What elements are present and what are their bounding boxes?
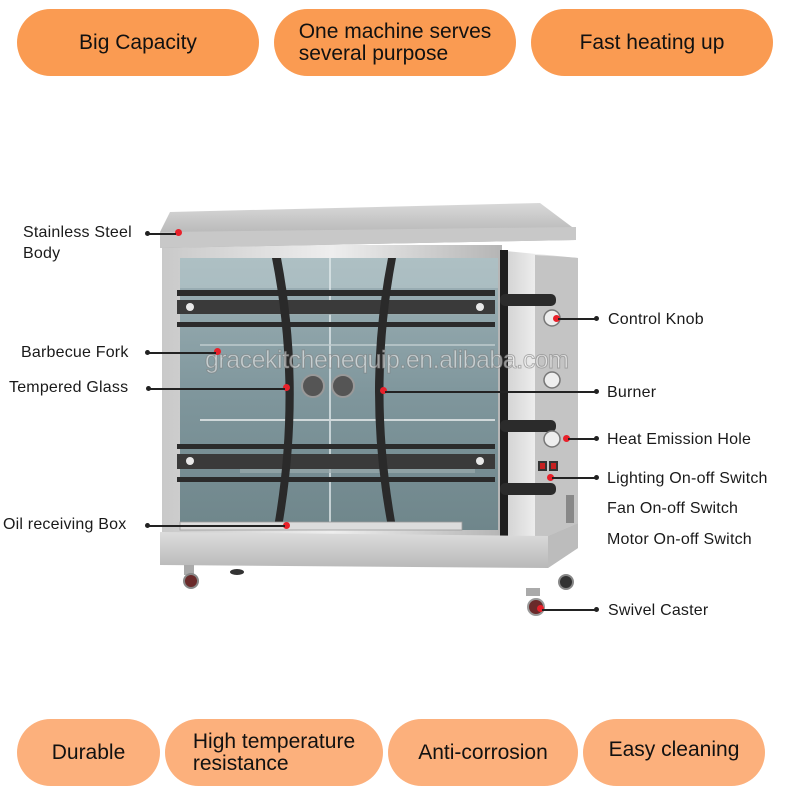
- leader-line: [385, 391, 596, 393]
- callout-control-knob: Control Knob: [608, 311, 704, 328]
- marker-control-knob: [553, 315, 560, 322]
- feature-label: Big Capacity: [79, 30, 197, 54]
- feature-label-line1: High temperature: [192, 729, 356, 753]
- feature-pill-big-capacity: Big Capacity: [17, 9, 259, 76]
- leader-line: [148, 352, 216, 354]
- leader-dot: [145, 350, 150, 355]
- feature-label: Fast heating up: [579, 30, 725, 54]
- feature-pill-fast-heating: Fast heating up: [531, 9, 773, 76]
- marker-heat-emission: [563, 435, 570, 442]
- feature-label-line2: resistance: [192, 751, 289, 775]
- marker-switch: [547, 474, 554, 481]
- callout-oil-receiving-box: Oil receiving Box: [3, 516, 127, 533]
- marker-oil-box: [283, 522, 290, 529]
- callout-motor-switch: Motor On-off Switch: [607, 531, 752, 548]
- callout-tempered-glass: Tempered Glass: [9, 379, 129, 396]
- callout-barbecue-fork: Barbecue Fork: [21, 344, 129, 361]
- callout-swivel-caster: Swivel Caster: [608, 602, 709, 619]
- feature-label: Easy cleaning: [608, 737, 740, 761]
- feature-pill-durable: Durable: [17, 719, 160, 786]
- leader-line: [542, 609, 596, 611]
- feature-label: Anti-corrosion: [418, 740, 548, 764]
- callout-heat-emission-hole: Heat Emission Hole: [607, 431, 752, 448]
- feature-label: Durable: [51, 740, 126, 764]
- leader-dot: [594, 475, 599, 480]
- callout-fan-switch: Fan On-off Switch: [607, 500, 739, 517]
- marker-tempered-glass: [283, 384, 290, 391]
- leader-dot: [594, 389, 599, 394]
- marker-caster: [537, 605, 544, 612]
- leader-line: [558, 318, 596, 320]
- marker-burner: [380, 387, 387, 394]
- marker-stainless-body: [175, 229, 182, 236]
- feature-pill-anti-corrosion: Anti-corrosion: [388, 719, 578, 786]
- leader-line: [568, 438, 596, 440]
- leader-dot: [594, 607, 599, 612]
- leader-dot: [145, 523, 150, 528]
- callout-lighting-switch: Lighting On-off Switch: [607, 470, 768, 487]
- leader-line: [552, 477, 596, 479]
- leader-line: [148, 525, 285, 527]
- feature-label-line2: several purpose: [298, 41, 449, 65]
- feature-label-line1: One machine serves: [298, 19, 492, 43]
- marker-barbecue-fork: [214, 348, 221, 355]
- leader-dot: [594, 316, 599, 321]
- callout-burner: Burner: [607, 384, 657, 401]
- leader-dot: [145, 231, 150, 236]
- leader-line: [148, 233, 176, 235]
- feature-pill-easy-cleaning: Easy cleaning: [583, 719, 765, 786]
- watermark: gracekitchenequip.en.alibaba.com: [204, 346, 569, 375]
- callout-stainless-steel-body: Stainless Steel Body: [23, 224, 132, 262]
- leader-dot: [146, 386, 151, 391]
- leader-line: [149, 388, 285, 390]
- leader-dot: [594, 436, 599, 441]
